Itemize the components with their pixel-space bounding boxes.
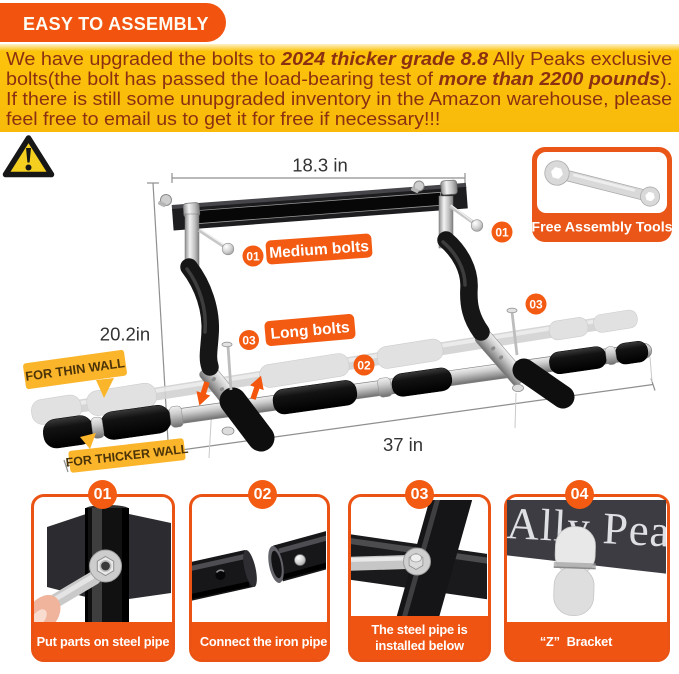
- svg-text:Free Assembly Tools: Free Assembly Tools: [531, 220, 672, 236]
- svg-text:01: 01: [495, 225, 509, 239]
- svg-text:18.3 in: 18.3 in: [292, 155, 348, 176]
- svg-text:Medium bolts: Medium bolts: [269, 238, 370, 262]
- svg-text:20.2in: 20.2in: [100, 324, 150, 345]
- svg-text:37 in: 37 in: [383, 434, 423, 455]
- svg-text:Long bolts: Long bolts: [270, 319, 350, 343]
- svg-text:03: 03: [242, 333, 256, 347]
- svg-text:03: 03: [529, 297, 543, 311]
- svg-text:01: 01: [246, 249, 260, 263]
- svg-text:02: 02: [357, 358, 371, 372]
